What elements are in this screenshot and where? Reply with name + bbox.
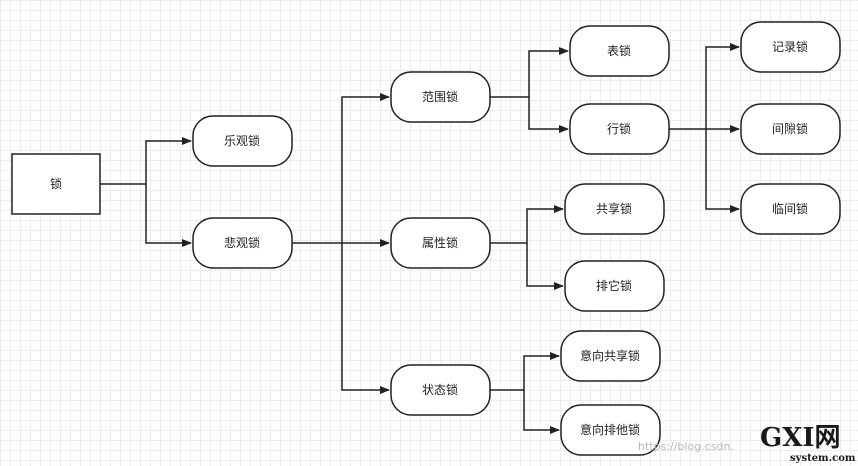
node-record-lock: 记录锁 xyxy=(772,39,808,54)
node-record-box xyxy=(740,21,841,73)
edge-pessimistic-range xyxy=(292,93,390,244)
node-row-box xyxy=(569,103,670,155)
edge-pessimistic-state xyxy=(341,243,390,394)
node-shared-box xyxy=(564,183,665,235)
edge-state-intent-shared xyxy=(490,352,560,391)
node-attribute-lock: 属性锁 xyxy=(422,235,458,250)
edge-row-record xyxy=(669,43,740,130)
node-state-box xyxy=(390,364,491,416)
node-range-box xyxy=(390,71,491,123)
node-exclusive-lock: 排它锁 xyxy=(596,278,632,293)
node-exclusive-box xyxy=(564,260,665,312)
node-pessimistic-box xyxy=(192,217,293,269)
node-attribute-box xyxy=(390,217,491,269)
connectors xyxy=(100,43,740,434)
node-range-lock: 范围锁 xyxy=(422,89,458,104)
edge-range-table xyxy=(490,47,569,98)
node-intent-shared-lock: 意向共享锁 xyxy=(580,348,640,363)
logo-main-text: GXI网 xyxy=(760,423,841,453)
node-state-lock: 状态锁 xyxy=(422,382,458,397)
edge-root-optimistic xyxy=(100,137,192,185)
node-gap-lock: 间隙锁 xyxy=(772,121,808,136)
node-table-box xyxy=(569,25,670,77)
edge-attribute-exclusive xyxy=(526,243,564,290)
edge-row-next-key xyxy=(705,129,740,213)
node-intent-exclusive-box xyxy=(560,404,661,456)
edge-attribute-shared xyxy=(490,205,564,244)
node-intent-exclusive-lock: 意向排他锁 xyxy=(580,422,640,437)
node-next-key-box xyxy=(740,183,841,235)
node-pessimistic-lock: 悲观锁 xyxy=(224,235,260,250)
node-gap-box xyxy=(740,103,841,155)
site-logo: GXI网 system.com xyxy=(760,423,856,464)
node-shared-lock: 共享锁 xyxy=(596,201,632,216)
node-optimistic-lock: 乐观锁 xyxy=(224,133,260,148)
edge-root-pessimistic xyxy=(145,184,192,247)
node-next-key-lock: 临间锁 xyxy=(772,201,808,216)
watermark-url: https://blog.csdn. xyxy=(638,440,734,453)
node-root: 锁 xyxy=(50,176,62,191)
node-root-box xyxy=(11,153,101,215)
edge-state-intent-exclusive xyxy=(523,390,560,434)
logo-sub-text: system.com xyxy=(790,453,856,464)
node-optimistic-box xyxy=(192,115,293,167)
node-row-lock: 行锁 xyxy=(607,121,631,136)
node-intent-shared-box xyxy=(560,330,661,382)
node-table-lock: 表锁 xyxy=(607,43,631,58)
edge-range-row xyxy=(528,97,569,133)
